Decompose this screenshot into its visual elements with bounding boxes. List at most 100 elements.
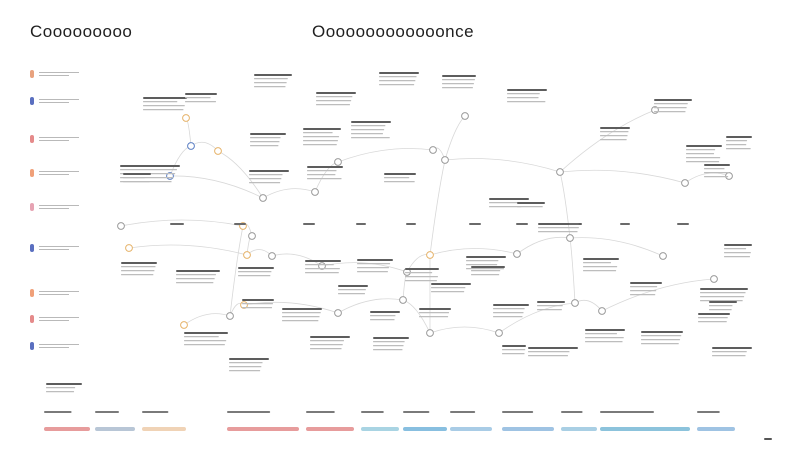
label-text-mark — [442, 83, 474, 85]
diagram-node — [180, 321, 188, 329]
label-heading-mark — [338, 285, 368, 287]
connector-line — [169, 175, 264, 199]
label-text-mark — [254, 82, 287, 84]
label-text-mark — [493, 312, 524, 314]
stage-title-mark — [361, 411, 384, 413]
diagram-node — [429, 146, 437, 154]
label-heading-mark — [686, 145, 722, 147]
label-block — [307, 166, 343, 180]
diagram-node — [182, 114, 190, 122]
legend-text-marks — [39, 344, 79, 348]
connector-line — [190, 141, 219, 152]
label-heading-mark — [405, 268, 439, 270]
label-heading-mark — [654, 99, 692, 101]
legend-item — [30, 315, 79, 323]
label-heading-mark — [185, 93, 217, 95]
legend-swatch-icon — [30, 97, 34, 105]
label-text-mark — [120, 169, 177, 171]
diagram-node — [226, 312, 234, 320]
label-heading-mark — [316, 92, 356, 94]
label-text-mark — [686, 153, 715, 155]
stage-title-mark — [142, 411, 169, 413]
label-text-mark — [712, 355, 746, 357]
label-block — [698, 313, 730, 323]
stage-bar — [561, 427, 597, 431]
legend-text-marks — [39, 291, 79, 295]
diagram-node — [311, 188, 319, 196]
label-heading-mark — [724, 244, 752, 246]
legend-swatch-icon — [30, 315, 34, 323]
label-text-mark — [373, 349, 403, 351]
label-text-mark — [493, 308, 525, 310]
label-heading-mark — [466, 256, 506, 258]
label-text-mark — [700, 296, 745, 298]
label-text-mark — [466, 268, 504, 270]
label-block — [316, 92, 356, 106]
label-text-mark — [316, 100, 352, 102]
label-text-mark — [250, 137, 281, 139]
diagram-node — [214, 147, 222, 155]
diagram-node — [571, 299, 579, 307]
label-heading-mark — [698, 313, 730, 315]
diagram-node — [259, 194, 267, 202]
diagram-node — [268, 252, 276, 260]
legend-text-marks — [39, 205, 79, 209]
label-text-mark — [502, 353, 525, 355]
label-text-mark — [250, 145, 279, 147]
legend-item — [30, 70, 79, 78]
label-text-mark — [176, 278, 215, 280]
label-block — [724, 244, 752, 258]
label-text-mark — [254, 78, 288, 80]
label-block — [583, 258, 619, 272]
label-heading-mark — [370, 311, 400, 313]
label-block — [405, 268, 439, 282]
connector-line — [183, 313, 231, 326]
corner-mark — [764, 438, 772, 440]
label-block — [229, 358, 269, 372]
diagram-node — [441, 156, 449, 164]
label-block — [373, 337, 409, 351]
connector-line — [601, 278, 715, 312]
label-text-mark — [641, 343, 679, 345]
label-block — [528, 347, 578, 357]
label-text-mark — [310, 340, 344, 342]
legend-text-line — [39, 344, 79, 345]
diagram-node — [426, 251, 434, 259]
diagram-node — [426, 329, 434, 337]
legend-text-line — [39, 137, 79, 138]
label-block — [249, 170, 289, 184]
label-block — [704, 164, 730, 178]
stage-bar — [227, 427, 299, 431]
label-text-mark — [466, 264, 498, 266]
label-heading-mark — [419, 308, 451, 310]
diagram-node — [334, 309, 342, 317]
label-block — [250, 133, 286, 147]
diagram-node — [598, 307, 606, 315]
label-block — [357, 259, 393, 273]
label-block — [143, 97, 187, 111]
label-heading-mark — [242, 299, 274, 301]
label-text-mark — [307, 170, 337, 172]
label-block — [466, 256, 506, 270]
label-text-mark — [471, 274, 500, 276]
label-text-mark — [176, 282, 214, 284]
label-text-mark — [184, 340, 227, 342]
label-block — [630, 282, 662, 296]
legend-text-line — [39, 294, 69, 295]
label-text-mark — [143, 109, 184, 111]
label-text-mark — [724, 252, 751, 254]
label-text-mark — [238, 275, 271, 277]
label-text-mark — [471, 270, 501, 272]
label-text-mark — [686, 149, 716, 151]
label-block — [384, 173, 416, 183]
label-block — [370, 311, 400, 321]
label-block — [305, 260, 341, 274]
label-block — [709, 301, 737, 311]
label-block — [726, 136, 752, 150]
label-text-mark — [654, 107, 687, 109]
label-text-mark — [583, 270, 617, 272]
label-heading-mark — [384, 173, 416, 175]
column-header-mark — [170, 223, 184, 225]
column-header-mark — [406, 223, 416, 225]
